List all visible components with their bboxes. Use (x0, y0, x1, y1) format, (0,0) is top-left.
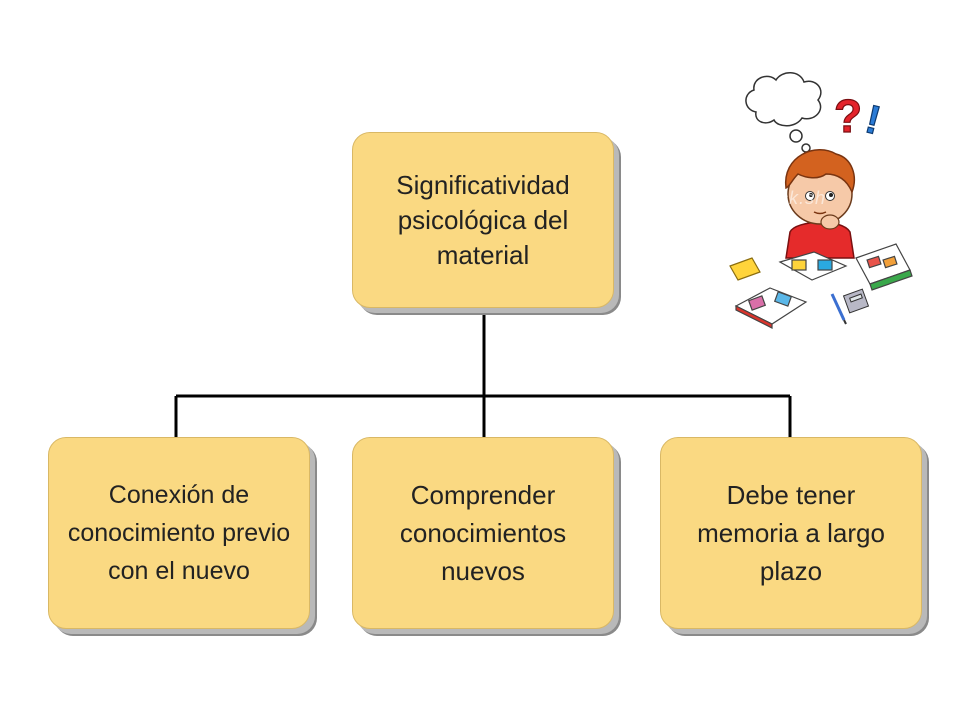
child-node-comprender: Comprender conocimientos nuevos (352, 437, 614, 629)
calculator-icon (842, 288, 870, 314)
thought-bubble-icon (745, 72, 822, 153)
pencil-icon (830, 293, 847, 325)
child-node-conexion: Conexión de conocimiento previo con el n… (48, 437, 310, 629)
child-node-label: Comprender conocimientos nuevos (399, 480, 567, 586)
book-stack-icon (855, 243, 913, 291)
question-mark-icon: ? (834, 90, 862, 142)
root-node-label: Significatividad psicológica del materia… (396, 169, 570, 270)
child-head-icon (785, 149, 856, 230)
child-node-label: Conexión de conocimiento previo con el n… (67, 481, 291, 585)
watermark-text: stock.sh (752, 188, 827, 208)
child-node-memoria: Debe tener memoria a largo plazo (660, 437, 922, 629)
child-node-label: Debe tener memoria a largo plazo (697, 480, 885, 586)
open-book-icon (778, 251, 848, 281)
child-shirt-icon (785, 221, 855, 259)
open-book-icon (734, 287, 808, 329)
root-node: Significatividad psicológica del materia… (352, 132, 614, 308)
thinking-child-with-books-icon: ? ! (729, 72, 913, 329)
notebook-icon (729, 257, 761, 281)
exclamation-mark-icon: ! (861, 97, 885, 143)
